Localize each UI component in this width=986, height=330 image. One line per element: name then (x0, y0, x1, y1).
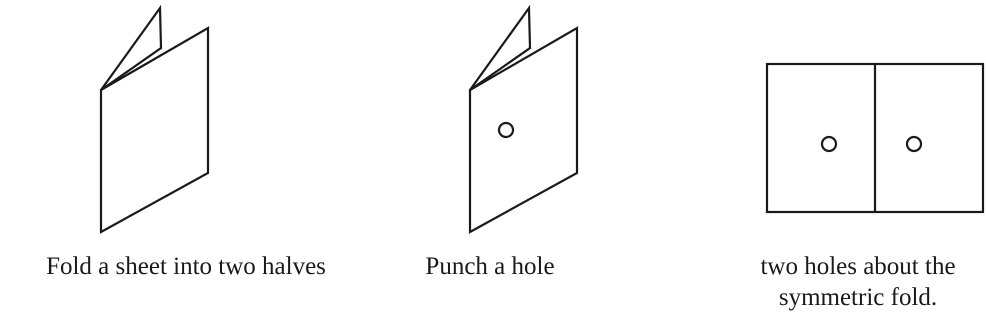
folded-sheet-back-half (469, 4, 532, 91)
folded-sheet-front-half (468, 26, 579, 234)
caption-fold-sheet: Fold a sheet into two halves (46, 253, 326, 280)
caption-two-holes: two holes about the symmetric fold. (760, 253, 956, 311)
punched-hole (497, 121, 515, 139)
left-hole (820, 135, 838, 153)
folded-sheet-back-half (100, 4, 163, 91)
right-hole (905, 135, 923, 153)
unfolded-sheet (765, 62, 985, 214)
folded-sheet-1 (99, 4, 210, 234)
caption-punch-hole: Punch a hole (425, 253, 555, 280)
folded-sheet-front-half (99, 26, 210, 234)
folded-sheet-2 (468, 4, 579, 234)
